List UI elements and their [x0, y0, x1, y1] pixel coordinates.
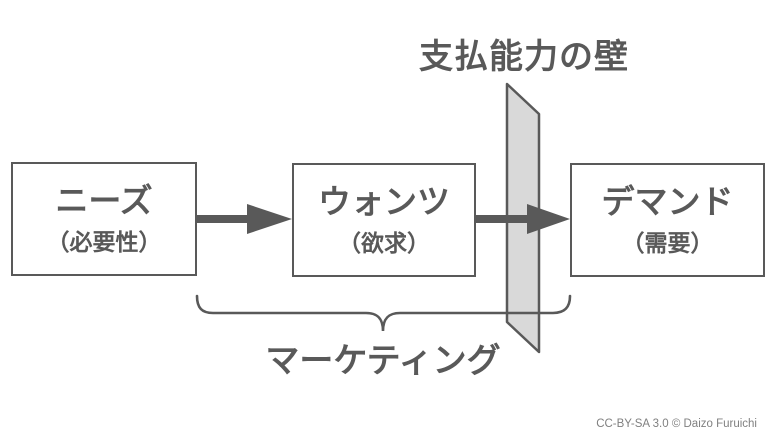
needs-to-wants-arrow [197, 204, 292, 234]
needs-label: ニーズ [55, 182, 153, 219]
marketing-label: マーケティング [265, 342, 501, 380]
wants-to-demand-arrow [476, 204, 570, 234]
demand-box: デマンド （需要） [570, 163, 765, 277]
marketing-brace [195, 294, 572, 332]
needs-sublabel: （必要性） [46, 229, 162, 255]
credit-text: CC-BY-SA 3.0 © Daizo Furuichi [596, 418, 757, 430]
wants-sublabel: （欲求） [338, 230, 430, 256]
wants-label: ウォンツ [318, 183, 450, 220]
wants-box: ウォンツ （欲求） [292, 163, 476, 277]
payment-wall-title: 支払能力の壁 [419, 38, 629, 76]
demand-label: デマンド [601, 183, 734, 220]
needs-box: ニーズ （必要性） [11, 162, 197, 276]
demand-sublabel: （需要） [621, 230, 714, 256]
